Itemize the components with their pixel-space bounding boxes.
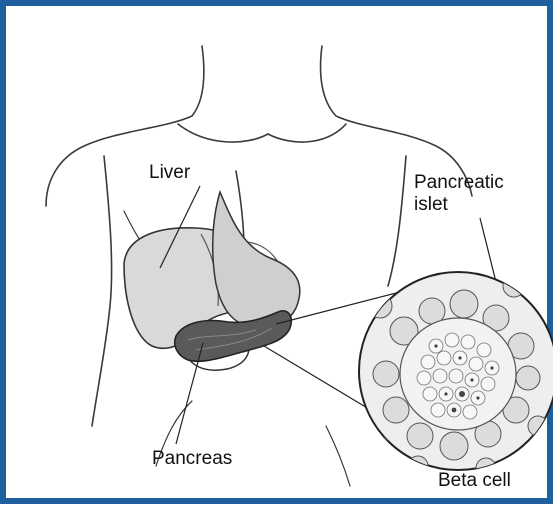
label-beta-cell: Beta cell	[438, 470, 511, 492]
label-pancreatic-islet-line2: islet	[414, 194, 504, 216]
label-pancreatic-islet-line1: Pancreatic	[414, 172, 504, 194]
anatomy-illustration	[6, 6, 553, 510]
magnified-islet-lens	[359, 272, 553, 478]
label-pancreas: Pancreas	[152, 448, 232, 470]
label-pancreatic-islet: Pancreatic islet	[414, 172, 504, 216]
label-liver: Liver	[149, 162, 190, 184]
stomach-organ	[213, 192, 300, 328]
